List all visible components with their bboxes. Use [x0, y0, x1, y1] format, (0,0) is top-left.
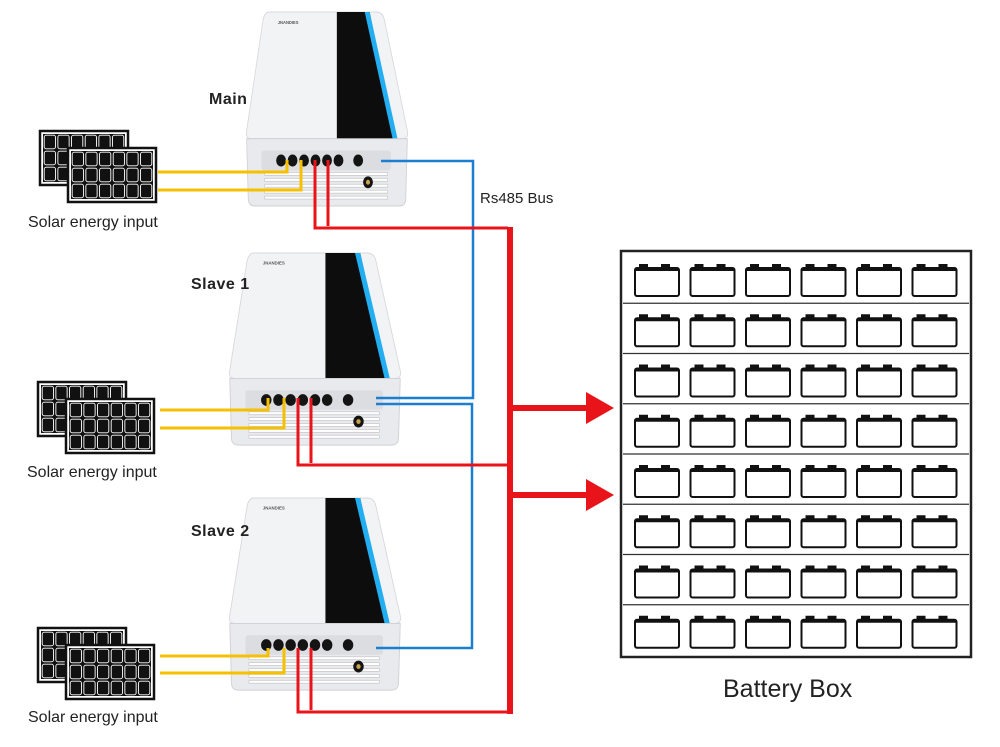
battery-icon — [856, 414, 902, 448]
battery-icon — [911, 465, 958, 498]
battery-icon — [689, 364, 736, 398]
battery-icon — [689, 264, 736, 297]
dc-wires — [296, 160, 588, 714]
battery-icon — [800, 565, 847, 599]
pv-wire — [160, 648, 286, 675]
unit-label-slave-1: Slave 1 — [191, 276, 250, 293]
battery-icon — [634, 364, 680, 398]
battery-icon — [800, 264, 847, 297]
pv-wire — [158, 160, 289, 174]
dc-wire — [296, 648, 508, 714]
battery-icon — [634, 565, 680, 599]
battery-icon — [634, 414, 680, 448]
battery-box — [619, 249, 973, 659]
pv-wires — [158, 160, 303, 675]
battery-icon — [634, 515, 680, 549]
battery-icon — [745, 565, 791, 599]
solar-panel-icon — [38, 129, 158, 204]
unit-label-main: Main — [209, 91, 248, 108]
battery-icon — [689, 465, 736, 498]
battery-icon — [856, 515, 902, 549]
battery-icon — [856, 615, 902, 649]
battery-icon — [856, 364, 902, 398]
battery-icon — [856, 314, 902, 348]
battery-box-title: Battery Box — [723, 675, 853, 703]
battery-icon — [745, 615, 791, 649]
battery-icon — [745, 515, 791, 549]
battery-icon — [689, 314, 736, 348]
battery-icon — [745, 414, 791, 448]
battery-icon — [911, 414, 958, 448]
inverter-slave-1 — [228, 252, 402, 446]
battery-icon — [911, 615, 958, 649]
battery-icon — [634, 264, 680, 297]
battery-icon — [856, 565, 902, 599]
arrow-right-icon — [586, 479, 614, 511]
battery-icon — [800, 314, 847, 348]
rs485-wire — [376, 159, 475, 400]
battery-icon — [911, 314, 958, 348]
battery-icon — [634, 314, 680, 348]
battery-icon — [745, 465, 791, 498]
pv-wire — [158, 160, 303, 192]
battery-icon — [745, 314, 791, 348]
rs485-wire — [376, 402, 474, 650]
dc-wire — [296, 398, 508, 467]
battery-icon — [856, 465, 902, 498]
dc-wire — [313, 160, 508, 230]
solar-panel-icon — [36, 626, 156, 701]
battery-icon — [689, 515, 736, 549]
battery-icon — [911, 364, 958, 398]
battery-icon — [800, 615, 847, 649]
battery-icon — [800, 515, 847, 549]
battery-icon — [856, 264, 902, 297]
battery-icon — [689, 414, 736, 448]
unit-label-slave-2: Slave 2 — [191, 523, 250, 540]
battery-icon — [689, 615, 736, 649]
battery-icon — [800, 414, 847, 448]
battery-icon — [800, 364, 847, 398]
rs485-bus-label: Rs485 Bus — [480, 190, 554, 207]
solar-label-slave-1: Solar energy input — [27, 464, 157, 481]
battery-icon — [911, 264, 958, 297]
pv-wire — [160, 648, 270, 658]
battery-icon — [634, 615, 680, 649]
pv-wire — [160, 398, 286, 430]
solar-label-main: Solar energy input — [28, 214, 158, 231]
inverter-slave-2 — [228, 497, 402, 691]
battery-icon — [800, 465, 847, 498]
battery-icon — [689, 565, 736, 599]
battery-icon — [634, 465, 680, 498]
battery-icon — [911, 515, 958, 549]
arrow-right-icon — [586, 392, 614, 424]
pv-wire — [160, 398, 270, 412]
battery-icon — [911, 565, 958, 599]
rs485-bus-wires — [376, 159, 475, 650]
battery-icon — [745, 364, 791, 398]
solar-panel-icon — [36, 380, 156, 455]
solar-label-slave-2: Solar energy input — [28, 709, 158, 726]
battery-icon — [745, 264, 791, 297]
